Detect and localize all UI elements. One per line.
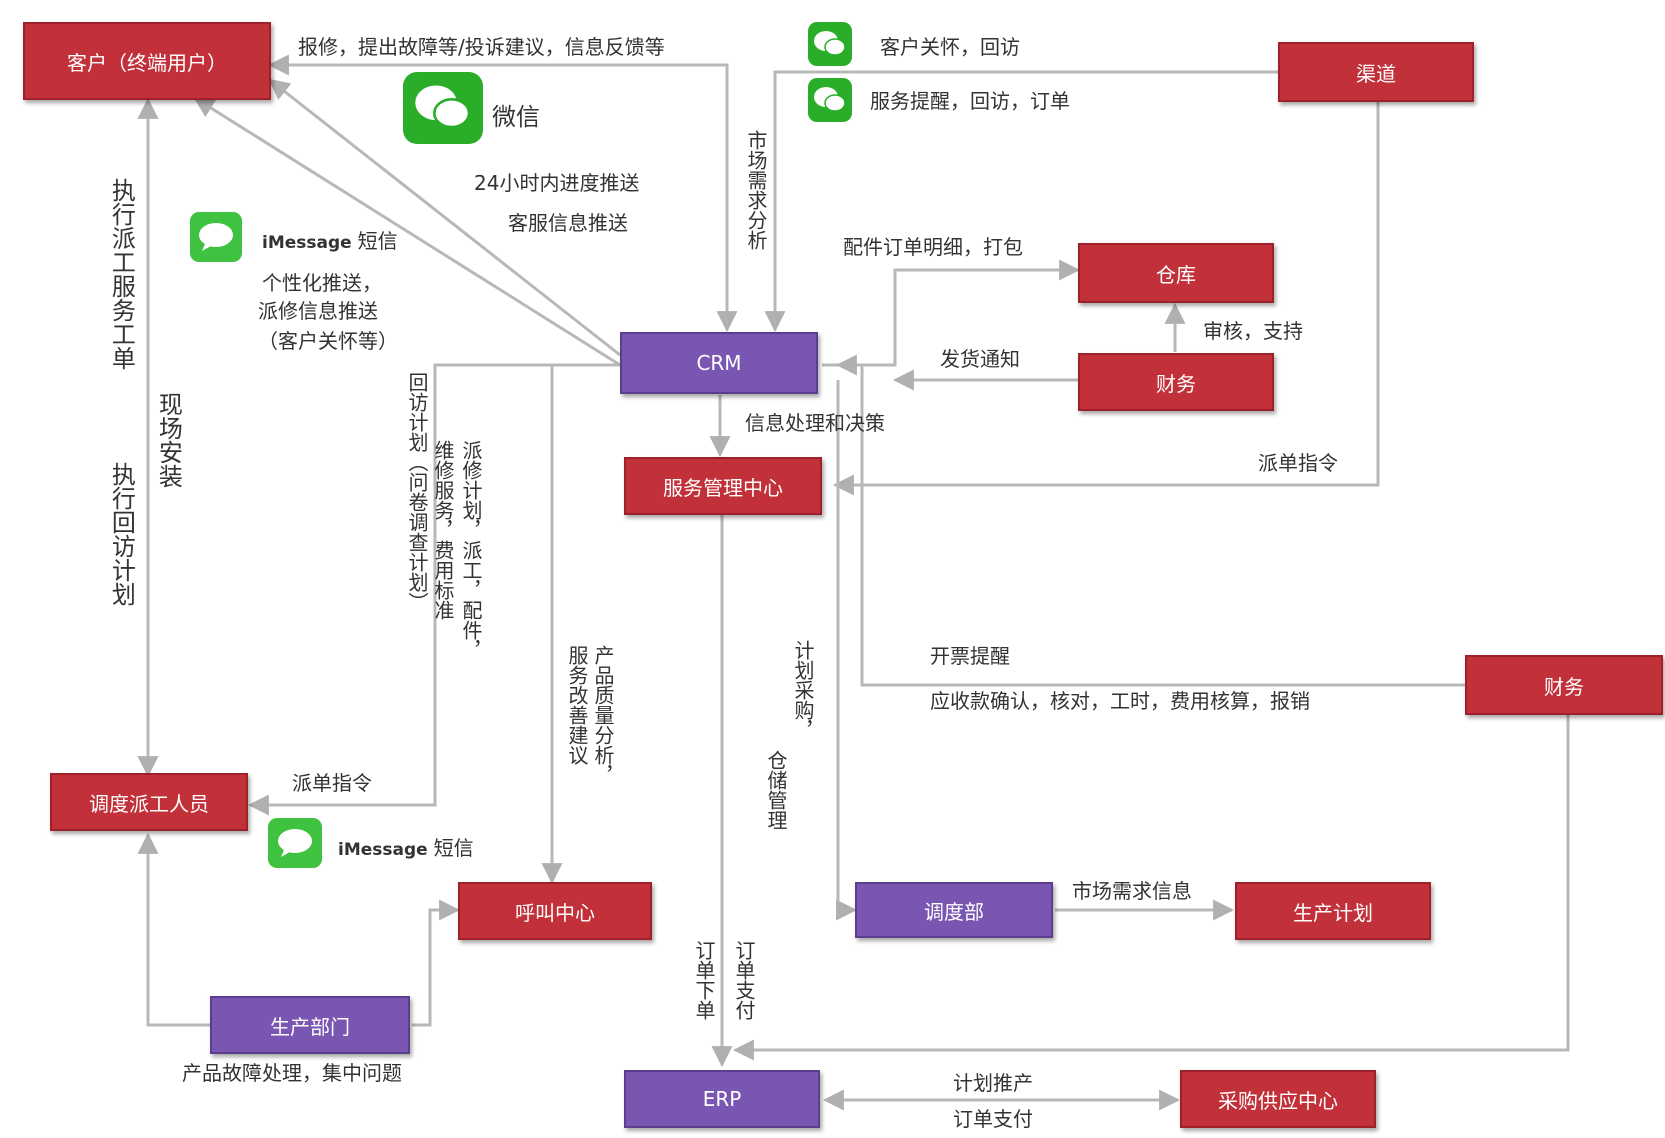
label-order-pack: 配件订单明细，打包 (843, 235, 1023, 259)
imessage-prefix: iMessage (338, 840, 428, 860)
supply-center-node-label: 采购供应中心 (1218, 1088, 1338, 1113)
vlabel-repair-standard: 维修服务，费用标准 (431, 440, 455, 620)
wechat-icon (808, 22, 852, 66)
supply-center-node[interactable]: 采购供应中心 (1180, 1070, 1376, 1128)
warehouse-node-label: 仓库 (1156, 262, 1196, 287)
label-customer-care-note: （客户关怀等） (258, 329, 398, 353)
vlabel-market-analysis: 市场需求分析 (744, 130, 768, 250)
vlabel-order-place: 订单下单 (692, 940, 716, 1020)
label-imessage-2: iMessage 短信 (338, 832, 474, 861)
production-node-label: 生产部门 (270, 1014, 350, 1039)
label-reconcile: 应收款确认，核对，工时，费用核算，报销 (930, 689, 1310, 713)
vlabel-service-improve: 服务改善建议 (565, 645, 589, 765)
label-info-process: 信息处理和决策 (745, 411, 885, 435)
label-imessage-1: iMessage 短信 (262, 225, 398, 254)
vlabel-exec-dispatch: 执行派工服务工单 (107, 178, 136, 370)
technician-node-label: 调度派工人员 (89, 791, 209, 816)
service-center-node[interactable]: 服务管理中心 (624, 457, 822, 515)
customer-node[interactable]: 客户（终端用户） (23, 22, 271, 100)
label-product-issue: 产品故障处理，集中问题 (182, 1061, 402, 1085)
imessage-prefix: iMessage (262, 233, 352, 253)
label-wechat: 微信 (492, 103, 540, 131)
label-push-service: 客服信息推送 (508, 211, 628, 235)
imessage-text: 短信 (357, 229, 398, 253)
finance-node[interactable]: 财务 (1078, 353, 1274, 411)
service-center-node-label: 服务管理中心 (663, 475, 783, 500)
dispatch-node-label: 调度部 (924, 899, 984, 924)
label-order-pay: 订单支付 (953, 1107, 1033, 1131)
label-report-repair: 报修，提出故障等/投诉建议，信息反馈等 (298, 35, 665, 59)
erp-node[interactable]: ERP (624, 1070, 820, 1128)
vlabel-revisit-plan: 回访计划（问卷调查计划） (405, 372, 429, 612)
label-dispatch-instr: 派单指令 (292, 771, 372, 795)
label-service-reminder: 服务提醒，回访，订单 (870, 89, 1070, 113)
label-approve: 审核，支持 (1203, 319, 1303, 343)
vlabel-plan-purchase: 计划采购， (791, 640, 815, 740)
imessage-text: 短信 (433, 836, 474, 860)
channel-node[interactable]: 渠道 (1278, 42, 1474, 102)
wechat-icon (403, 72, 483, 144)
vlabel-exec-revisit: 执行回访计划 (107, 462, 136, 606)
production-node[interactable]: 生产部门 (210, 996, 410, 1054)
vlabel-order-pay: 订单支付 (732, 940, 756, 1020)
label-market-info: 市场需求信息 (1072, 879, 1192, 903)
channel-node-label: 渠道 (1356, 61, 1396, 86)
right-finance-node[interactable]: 财务 (1465, 655, 1663, 715)
vlabel-dispatch-plan: 派修计划，派工，配件， (459, 440, 483, 660)
label-ship-notice: 发货通知 (940, 347, 1020, 371)
right-finance-node-label: 财务 (1544, 674, 1584, 699)
imessage-icon (190, 212, 242, 262)
vlabel-site-install: 现场安装 (154, 392, 183, 488)
production-plan-node-label: 生产计划 (1293, 900, 1373, 925)
label-customer-care: 客户关怀，回访 (880, 35, 1020, 59)
call-center-node[interactable]: 呼叫中心 (458, 882, 652, 940)
technician-node[interactable]: 调度派工人员 (50, 773, 248, 831)
label-personal-push: 个性化推送， (262, 271, 382, 295)
finance-node-label: 财务 (1156, 371, 1196, 396)
label-push-24h: 24小时内进度推送 (474, 171, 640, 195)
production-plan-node[interactable]: 生产计划 (1235, 882, 1431, 940)
vlabel-warehouse-mgmt: 仓储管理 (764, 750, 788, 830)
wechat-icon (808, 78, 852, 122)
vlabel-quality-analysis: 产品质量分析， (591, 645, 615, 785)
label-prod-plan: 计划推产 (953, 1071, 1033, 1095)
call-center-node-label: 呼叫中心 (515, 900, 595, 925)
label-invoice: 开票提醒 (930, 644, 1010, 668)
crm-node-label: CRM (696, 351, 742, 375)
crm-node[interactable]: CRM (620, 332, 818, 394)
label-parts-instr: 派单指令 (1258, 451, 1338, 475)
imessage-icon (268, 818, 322, 868)
dispatch-node[interactable]: 调度部 (855, 882, 1053, 938)
erp-node-label: ERP (702, 1087, 742, 1111)
customer-node-label: 客户（终端用户） (67, 50, 227, 75)
label-dispatch-push: 派修信息推送 (258, 299, 378, 323)
warehouse-node[interactable]: 仓库 (1078, 243, 1274, 303)
